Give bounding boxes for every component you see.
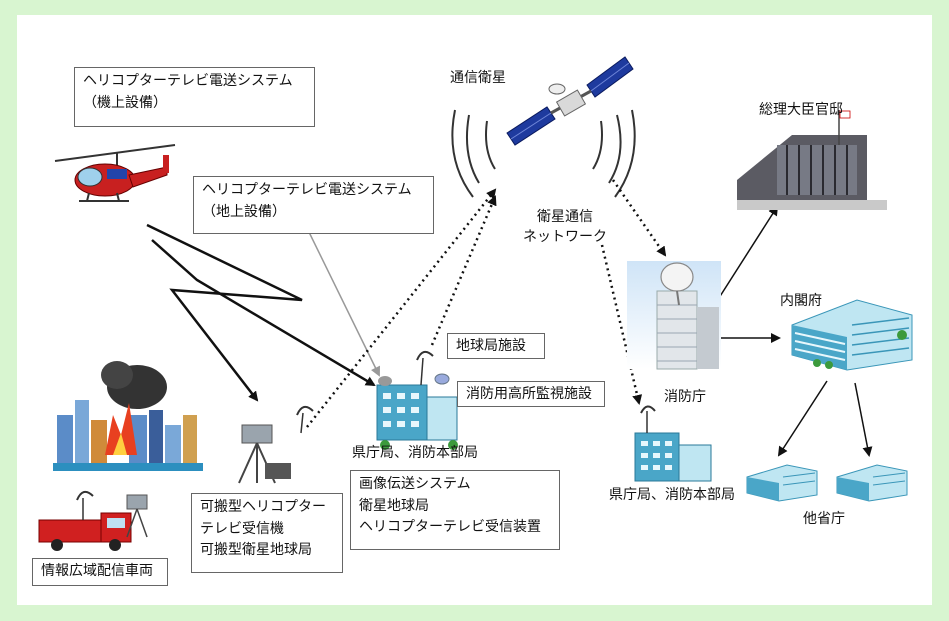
label-cabinet: 内閣府 <box>780 293 822 309</box>
label-portable-line3: 可搬型衛星地球局 <box>200 542 312 559</box>
portable-receiver-icon <box>238 405 314 484</box>
label-portable-line2: テレビ受信機 <box>200 520 284 537</box>
link-fdma-pm <box>716 205 779 302</box>
ministry-building-left-icon <box>746 464 818 502</box>
label-sat-network-line2: ネットワーク <box>523 229 607 246</box>
fdma-building-icon <box>627 261 721 370</box>
label-image-system-line1: 画像伝送システム <box>359 476 471 492</box>
label-pm-office: 総理大臣官邸 <box>759 102 843 118</box>
satellite-icon <box>506 56 634 146</box>
pm-office-icon <box>737 110 887 210</box>
label-pref-hq-center: 県庁局、消防本部局 <box>352 445 478 461</box>
helicopter-icon <box>54 144 176 202</box>
city-fire-icon <box>53 361 203 471</box>
label-heli-ground-line2: （地上設備） <box>202 203 286 220</box>
label-heli-air: ヘリコプターテレビ電送システム （機上設備） <box>74 67 315 127</box>
diagram-graphics <box>38 56 913 551</box>
label-earth-station: 地球局施設 <box>447 333 545 359</box>
fire-truck-icon <box>38 490 148 551</box>
satellite-links <box>306 179 667 428</box>
satellite-signal-arcs <box>451 109 636 198</box>
diagram-canvas: ヘリコプターテレビ電送システム （機上設備） ヘリコプターテレビ電送システム （… <box>17 15 932 605</box>
label-fire-monitor: 消防用高所監視施設 <box>457 381 605 407</box>
label-portable-line1: 可搬型ヘリコプター <box>200 499 326 515</box>
label-image-system-line2: 衛星地球局 <box>359 497 429 514</box>
label-other-ministries: 他省庁 <box>803 511 845 527</box>
label-fdma: 消防庁 <box>664 389 706 405</box>
label-sat-network-line1: 衛星通信 <box>537 209 593 225</box>
link-cabinet-ministry-left <box>777 380 828 457</box>
label-heli-air-line1: ヘリコプターテレビ電送システム <box>83 73 293 89</box>
label-satellite: 通信衛星 <box>450 70 506 86</box>
label-heli-air-line2: （機上設備） <box>83 94 167 111</box>
radio-link-heli-portable <box>146 223 303 402</box>
label-portable: 可搬型ヘリコプター テレビ受信機 可搬型衛星地球局 <box>191 493 343 573</box>
label-heli-ground: ヘリコプターテレビ電送システム （地上設備） <box>193 176 434 234</box>
pref-building-right-icon <box>634 405 712 482</box>
label-image-system: 画像伝送システム 衛星地球局 ヘリコプターテレビ受信装置 <box>350 470 560 550</box>
label-pref-hq-right: 県庁局、消防本部局 <box>609 487 735 503</box>
pref-building-center-icon <box>376 350 458 450</box>
ministry-building-right-icon <box>836 464 908 502</box>
link-cabinet-ministry-right <box>854 382 873 457</box>
label-image-system-line3: ヘリコプターテレビ受信装置 <box>359 519 541 536</box>
cabinet-building-icon <box>791 299 913 371</box>
label-sat-network: 衛星通信 ネットワーク <box>523 207 607 248</box>
radio-link-heli-pref <box>151 239 376 387</box>
label-vehicle: 情報広域配信車両 <box>32 558 168 586</box>
label-heli-ground-line1: ヘリコプターテレビ電送システム <box>202 182 412 198</box>
